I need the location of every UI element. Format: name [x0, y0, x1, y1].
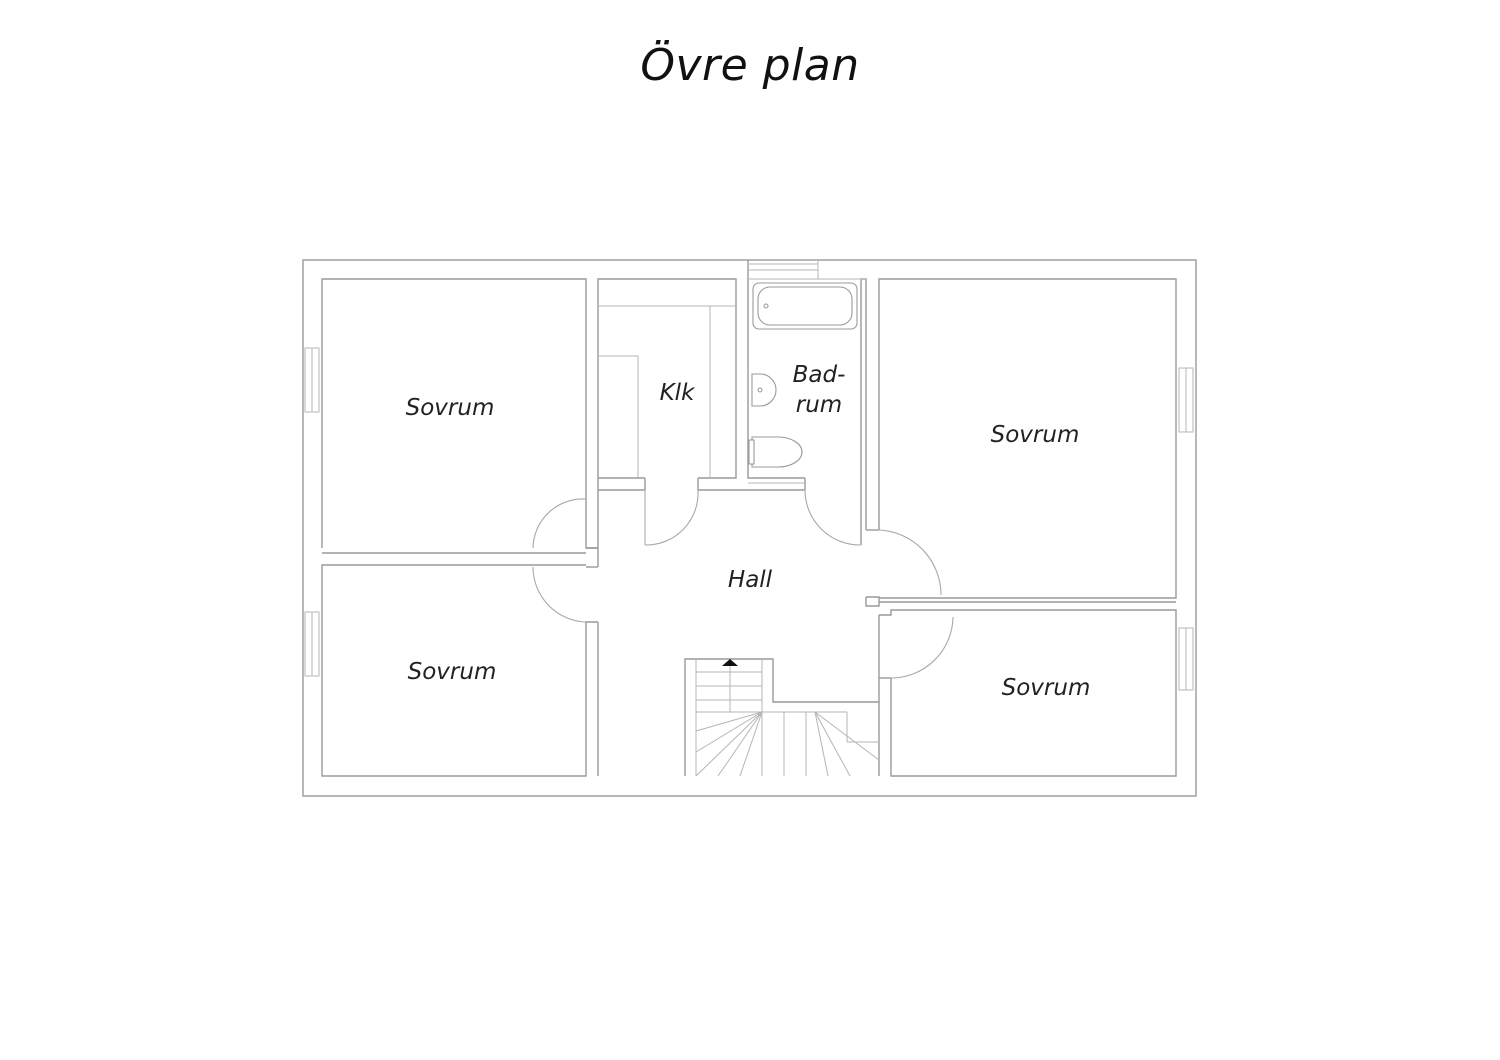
window-left-top: [304, 347, 320, 413]
label-bathroom-line1: Bad-: [793, 362, 846, 388]
bathroom-walls: [747, 260, 805, 479]
label-bedroom-bottom-right: Sovrum: [1002, 675, 1091, 701]
door-bathroom[interactable]: [804, 489, 862, 546]
bedroom-bottom-right-walls: [879, 609, 1177, 777]
door-bedroom-top-left[interactable]: [532, 498, 587, 549]
sink-icon: [751, 373, 777, 407]
page-title: Övre plan: [640, 40, 860, 91]
bedroom-bottom-left-walls: [321, 564, 598, 777]
door-bedroom-top-right[interactable]: [878, 529, 942, 596]
door-bedroom-bottom-right[interactable]: [890, 616, 954, 679]
door-closet[interactable]: [644, 489, 699, 546]
label-bathroom-line2: rum: [796, 392, 842, 418]
outer-wall: [302, 259, 1197, 797]
bedroom-top-right-walls: [878, 278, 1177, 599]
door-bedroom-bottom-left[interactable]: [532, 566, 587, 623]
staircase: [684, 658, 880, 777]
label-bedroom-top-left: Sovrum: [406, 395, 495, 421]
toilet-icon: [751, 436, 803, 468]
label-closet: Klk: [660, 380, 696, 406]
window-left-bottom: [304, 611, 320, 677]
closet-walls: [597, 278, 737, 490]
window-right-top: [1178, 367, 1194, 433]
stair-arrow-up-icon: [722, 659, 738, 666]
label-bedroom-top-right: Sovrum: [991, 422, 1080, 448]
window-right-bottom: [1178, 627, 1194, 691]
label-hall: Hall: [728, 567, 773, 593]
label-bedroom-bottom-left: Sovrum: [408, 659, 497, 685]
